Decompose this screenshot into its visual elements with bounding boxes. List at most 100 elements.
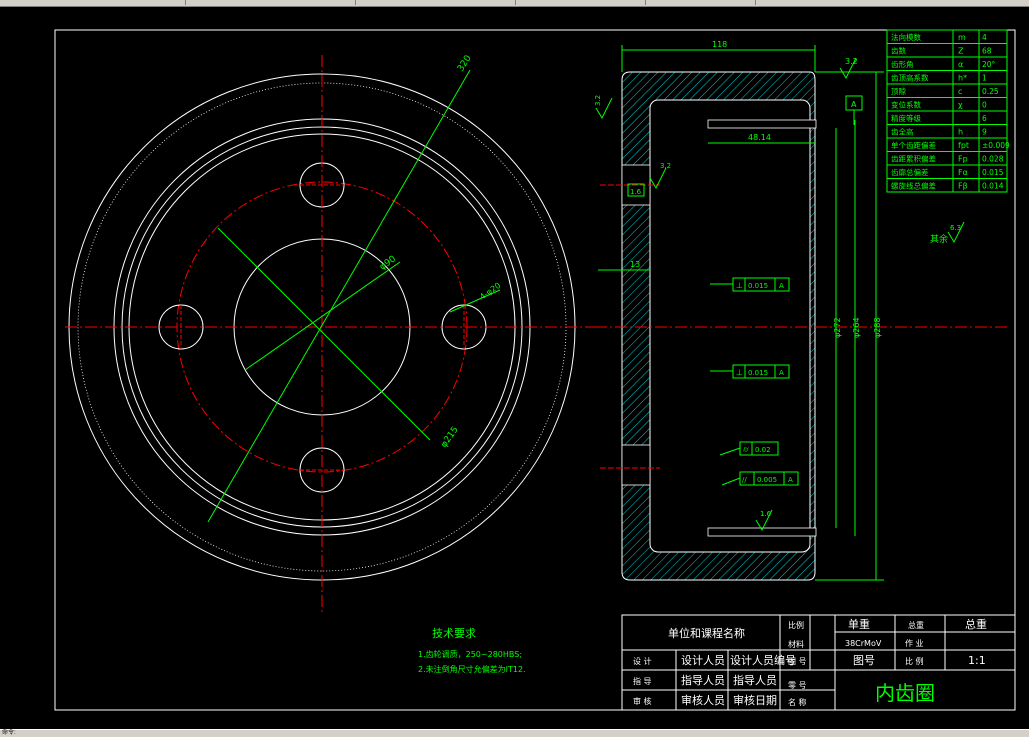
section-cavity [649,99,811,553]
gear-param-value: 4 [982,33,987,42]
svg-text:0.005: 0.005 [757,476,777,484]
datum-a-text: A [851,100,857,109]
org-name: 单位和课程名称 [668,626,745,640]
svg-text:设 计: 设 计 [633,656,652,666]
gear-param-symbol: c [958,87,962,96]
svg-text:审核日期: 审核日期 [733,693,777,707]
svg-text:A: A [779,282,784,290]
gear-param-name: 法向模数 [891,32,921,42]
front-view: 320 φ215 φ90 4-φ20 [65,53,600,615]
roughness-left: 3.2 [594,95,613,120]
material: 38CrMoV [845,639,882,648]
svg-text:图 号: 图 号 [788,657,807,666]
section-view: 118 48.14 13 φ272 φ264 φ288 A 3.2 3.2 3. [594,40,1010,581]
svg-text:指 导: 指 导 [633,676,652,686]
svg-text:0.015: 0.015 [748,369,768,377]
gear-param-value: 0.028 [982,155,1004,164]
svg-text:3.2: 3.2 [845,57,858,66]
gear-param-name: 齿顶高系数 [891,73,929,83]
gear-param-name: 齿廓总偏差 [891,167,929,177]
svg-text:⌭: ⌭ [743,445,749,454]
gear-param-symbol: α [958,60,963,69]
dim-line-215 [217,227,431,441]
svg-text:比例: 比例 [788,620,804,630]
tolerance-frame-2: ⊥ 0.015 A [710,364,790,379]
bolt-hole-section-bottom [621,444,651,486]
gear-param-value: 6 [982,114,987,123]
svg-text:⊥: ⊥ [736,281,743,290]
svg-text:总重: 总重 [965,617,987,631]
gear-param-name: 螺旋线总偏差 [891,181,936,191]
svg-text:3.2: 3.2 [660,162,671,170]
svg-text:A: A [779,369,784,377]
dim-118-text: 118 [712,40,727,49]
tolerance-frame-4: // 0.005 A [721,471,799,486]
gear-param-value: 0 [982,101,987,110]
gear-param-name: 精度等级 [891,113,921,123]
toolbar-segment[interactable] [515,0,646,5]
part-name: 内齿圈 [875,681,935,705]
tech-req-line2: 2.未注倒角尺寸允偏差为IT12. [418,664,526,674]
tolerance-frame-1: ⊥ 0.015 A [710,277,790,292]
svg-text:其余: 其余 [930,233,948,245]
gear-param-name: 顶隙 [891,87,906,96]
title-block [621,614,1016,711]
gear-param-value: 9 [982,128,987,137]
svg-text:比 例: 比 例 [905,656,924,666]
title-block-text: 单位和课程名称 比例 材料 单重 总重 总重 38CrMoV 作 业 图 号 图… [633,617,987,707]
svg-text:零 号: 零 号 [788,681,807,690]
toolbar-segment[interactable] [355,0,516,5]
svg-text:名 称: 名 称 [788,697,807,707]
svg-text:作 业: 作 业 [905,638,924,648]
svg-text:图号: 图号 [853,654,875,667]
dim-dia-1: φ272 [833,317,842,338]
gear-param-name: 齿形角 [891,59,914,69]
tolerance-frame-3: ⌭ 0.02 [719,441,779,456]
gear-param-symbol: Fα [958,168,968,177]
svg-text:A: A [788,476,793,484]
gear-param-symbol: h [958,128,963,137]
svg-text:设计人员: 设计人员 [681,654,725,667]
svg-text:设计人员编号: 设计人员编号 [730,653,796,667]
gear-param-symbol: χ [958,101,963,110]
tooth-slot-bottom [707,527,817,537]
toolbar-segment[interactable] [185,0,356,5]
dim-4-20-text: 4-φ20 [478,281,502,302]
roughness-top: 3.2 [839,57,858,80]
roughness-1-6-left: 1.6 [627,183,645,197]
drawing-frame [54,29,1016,711]
gear-param-value: 0.014 [982,182,1004,191]
svg-text:0.015: 0.015 [748,282,768,290]
gear-param-value: 68 [982,47,992,56]
gear-param-symbol: Fp [958,155,968,164]
svg-text:材料: 材料 [788,639,804,649]
gear-param-value: 0.015 [982,168,1004,177]
gear-param-value: 1 [982,74,987,83]
gear-param-symbol: m [958,33,966,42]
gear-param-symbol: Z [958,47,964,56]
svg-text:1.6: 1.6 [760,510,772,518]
dim-215-text: φ215 [439,425,460,450]
toolbar-segment[interactable] [645,0,756,5]
ratio: 1:1 [968,654,986,667]
svg-text:指导人员: 指导人员 [681,673,725,687]
svg-text:总重: 总重 [908,620,924,630]
dim-line-90 [244,261,401,371]
tooth-slot-top [707,119,817,129]
dim-line-320 [207,69,471,523]
gear-param-value: 0.25 [982,87,999,96]
gear-param-name: 单个齿距偏差 [891,140,936,150]
gear-param-value: ±0.009 [982,141,1010,150]
gear-param-name: 齿全高 [891,127,914,137]
command-line[interactable]: 命令: [0,729,1029,737]
tech-requirements: 技术要求 1.齿轮调质，250~280HBS; 2.未注倒角尺寸允偏差为IT12… [418,627,526,674]
svg-text:单重: 单重 [848,617,870,631]
dim-48-text: 48.14 [748,133,771,142]
dim-dia-3: φ288 [873,317,882,338]
toolbar-segment[interactable] [0,0,186,5]
gear-param-name: 变位系数 [891,100,921,110]
drawing-canvas[interactable]: 320 φ215 φ90 4-φ20 118 48.14 13 φ272 φ26… [0,6,1029,729]
roughness-1-6-bottom: 1.6 [755,509,773,532]
svg-text:1.6: 1.6 [630,188,642,196]
roughness-mid: 3.2 [649,162,671,190]
